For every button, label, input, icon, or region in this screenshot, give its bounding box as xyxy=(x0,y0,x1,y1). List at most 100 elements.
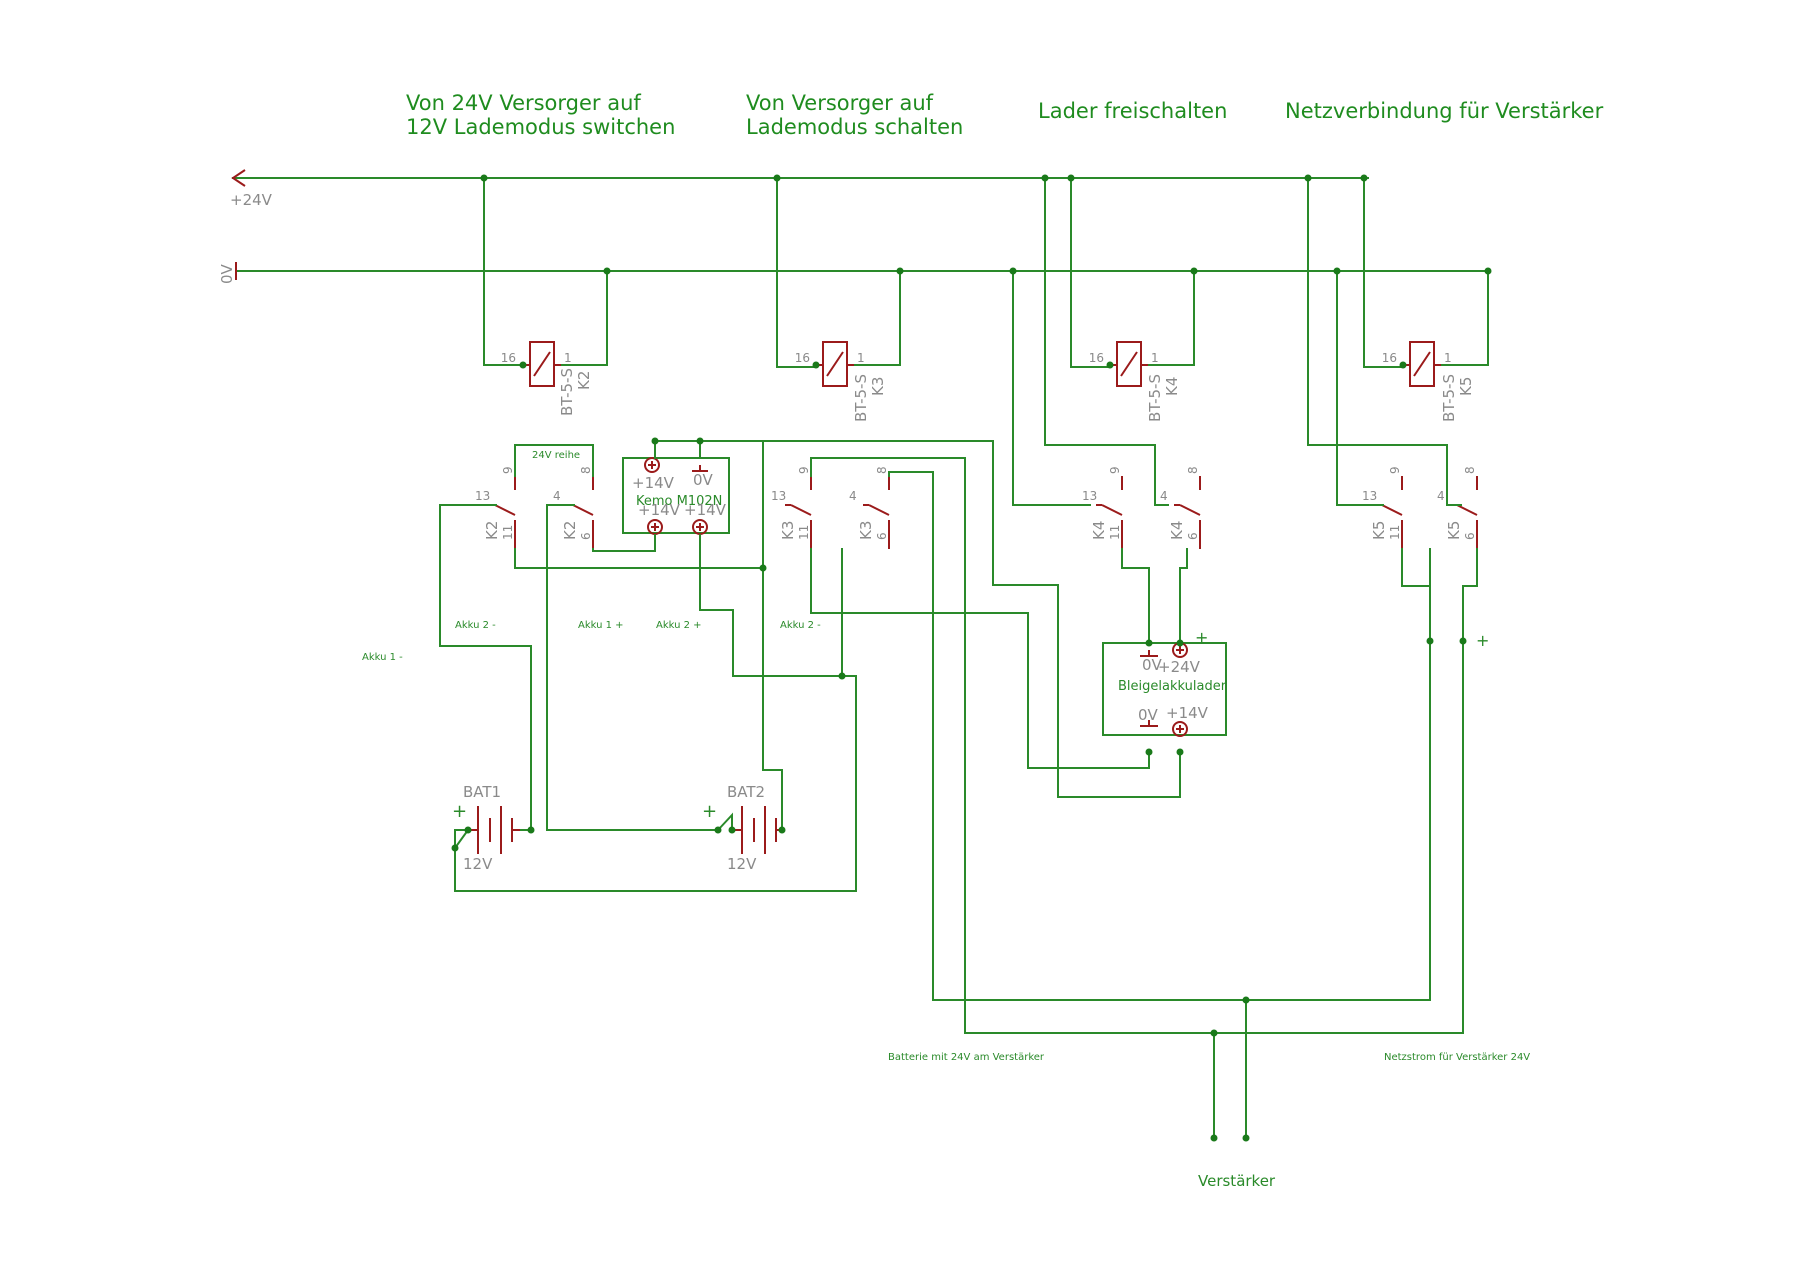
charger-in-zero: 0V xyxy=(1142,656,1163,674)
junction-dot xyxy=(1067,174,1075,182)
heading-k4: Lader freischalten xyxy=(1038,99,1227,123)
contact-nc-pin: 9 xyxy=(1388,466,1402,474)
contact-com-pin: 4 xyxy=(1437,489,1445,503)
heading-k2-line2: 12V Lademodus switchen xyxy=(406,115,675,139)
junction-dot xyxy=(1242,996,1250,1004)
contacts-layer: 13911K2486K213911K3486K313911K4486K41391… xyxy=(475,466,1478,549)
junction-dot xyxy=(1145,748,1153,756)
heading-k5: Netzverbindung für Verstärker xyxy=(1285,99,1604,123)
relay-coil-k4: 16 1 BT-5-S K4 xyxy=(1089,341,1181,422)
junction-dot xyxy=(1242,1134,1250,1142)
contact-relay-name: K3 xyxy=(857,521,875,540)
junction-dot xyxy=(1176,639,1184,647)
net-akku2-minus-b: Akku 2 - xyxy=(780,620,821,631)
junction-dot xyxy=(519,361,527,369)
contact-com-pin: 13 xyxy=(475,489,490,503)
junction-dot xyxy=(1009,267,1017,275)
charger-name: Bleigelakkulader xyxy=(1118,679,1227,694)
charger-in-plus: +24V xyxy=(1158,658,1201,676)
contact-com-pin: 13 xyxy=(1082,489,1097,503)
heading-k3-line1: Von Versorger auf xyxy=(746,91,934,115)
contact-k4-4: 4 8 6K4 xyxy=(1160,466,1201,549)
k4-coil-name: K4 xyxy=(1163,377,1181,396)
junction-dot xyxy=(603,267,611,275)
heading-k2-line1: Von 24V Versorger auf xyxy=(406,91,641,115)
contact-no-pin: 11 xyxy=(501,525,515,540)
net-akku1-minus: Akku 1 - xyxy=(362,652,403,663)
junction-dot xyxy=(1145,639,1153,647)
relay-coil-k5: 16 1 BT-5-S K5 xyxy=(1382,341,1475,422)
k3-pin16: 16 xyxy=(795,351,810,365)
contact-no-pin: 11 xyxy=(1108,525,1122,540)
junction-dot xyxy=(838,672,846,680)
bat2-voltage: 12V xyxy=(727,855,757,873)
junction-dot xyxy=(1484,267,1492,275)
junction-dot xyxy=(480,174,488,182)
bat1-plus: + xyxy=(452,801,467,822)
junction-dot xyxy=(1210,1029,1218,1037)
junction-dot xyxy=(728,826,736,834)
rail-plus24: +24V xyxy=(230,169,1369,209)
kemo-out-a: +14V xyxy=(638,501,681,519)
contact-nc-pin: 9 xyxy=(501,466,515,474)
k2-pin1: 1 xyxy=(564,351,572,365)
contact-nc-pin: 8 xyxy=(1186,466,1200,474)
junction-dot xyxy=(651,437,659,445)
junction-dot xyxy=(778,826,786,834)
k5-coil-name: K5 xyxy=(1457,377,1475,396)
junction-dot xyxy=(714,826,722,834)
junction-dot xyxy=(1304,174,1312,182)
junction-dot xyxy=(759,564,767,572)
rail-zero-label: 0V xyxy=(218,263,236,284)
k4-pin16: 16 xyxy=(1089,351,1104,365)
junction-dot xyxy=(1459,637,1467,645)
contact-com-pin: 13 xyxy=(1362,489,1377,503)
coil-wiring xyxy=(483,177,1489,368)
mains-note: Netzstrom für Verstärker 24V xyxy=(1384,1052,1530,1063)
junction-dot xyxy=(696,437,704,445)
contact-no-pin: 6 xyxy=(875,532,889,540)
rail-plus24-label: +24V xyxy=(230,191,273,209)
contact-relay-name: K4 xyxy=(1090,521,1108,540)
junction-dot xyxy=(1210,1134,1218,1142)
heading-k3-line2: Lademodus schalten xyxy=(746,115,963,139)
k3-coil-name: K3 xyxy=(869,377,887,396)
k2-type: BT-5-S xyxy=(558,368,576,416)
battery-note: Batterie mit 24V am Verstärker xyxy=(888,1052,1045,1063)
net-amp-plus: + xyxy=(1476,631,1489,650)
junction-dot xyxy=(464,826,472,834)
kemo-in-plus: +14V xyxy=(632,474,675,492)
k3-type: BT-5-S xyxy=(852,374,870,422)
contact-relay-name: K3 xyxy=(779,521,797,540)
junction-dot xyxy=(1176,748,1184,756)
contact-relay-name: K5 xyxy=(1445,521,1463,540)
contact-no-pin: 6 xyxy=(1186,532,1200,540)
contact-relay-name: K4 xyxy=(1168,521,1186,540)
k3-pin1: 1 xyxy=(857,351,865,365)
junction-dot xyxy=(451,844,459,852)
net-akku2-plus: Akku 2 + xyxy=(656,620,702,631)
charger-plus-mark: + xyxy=(1195,628,1208,647)
contact-com-pin: 4 xyxy=(849,489,857,503)
k4-pin1: 1 xyxy=(1151,351,1159,365)
contact-com-pin: 4 xyxy=(1160,489,1168,503)
amplifier-label: Verstärker xyxy=(1198,1172,1276,1190)
junction-dot xyxy=(1426,637,1434,645)
contact-relay-name: K2 xyxy=(561,521,579,540)
k5-type: BT-5-S xyxy=(1440,374,1458,422)
contact-relay-name: K5 xyxy=(1370,521,1388,540)
k5-pin16: 16 xyxy=(1382,351,1397,365)
junction-dot xyxy=(1333,267,1341,275)
relay-coil-k2: 16 1 BT-5-S K2 xyxy=(501,341,593,416)
contact-nc-pin: 9 xyxy=(797,466,811,474)
k2-coil-name: K2 xyxy=(575,371,593,390)
battery-bat2: BAT2 12V + xyxy=(702,783,784,873)
charger-out-zero: 0V xyxy=(1138,706,1159,724)
bat2-plus: + xyxy=(702,801,717,822)
kemo-in-zero: 0V xyxy=(693,471,714,489)
